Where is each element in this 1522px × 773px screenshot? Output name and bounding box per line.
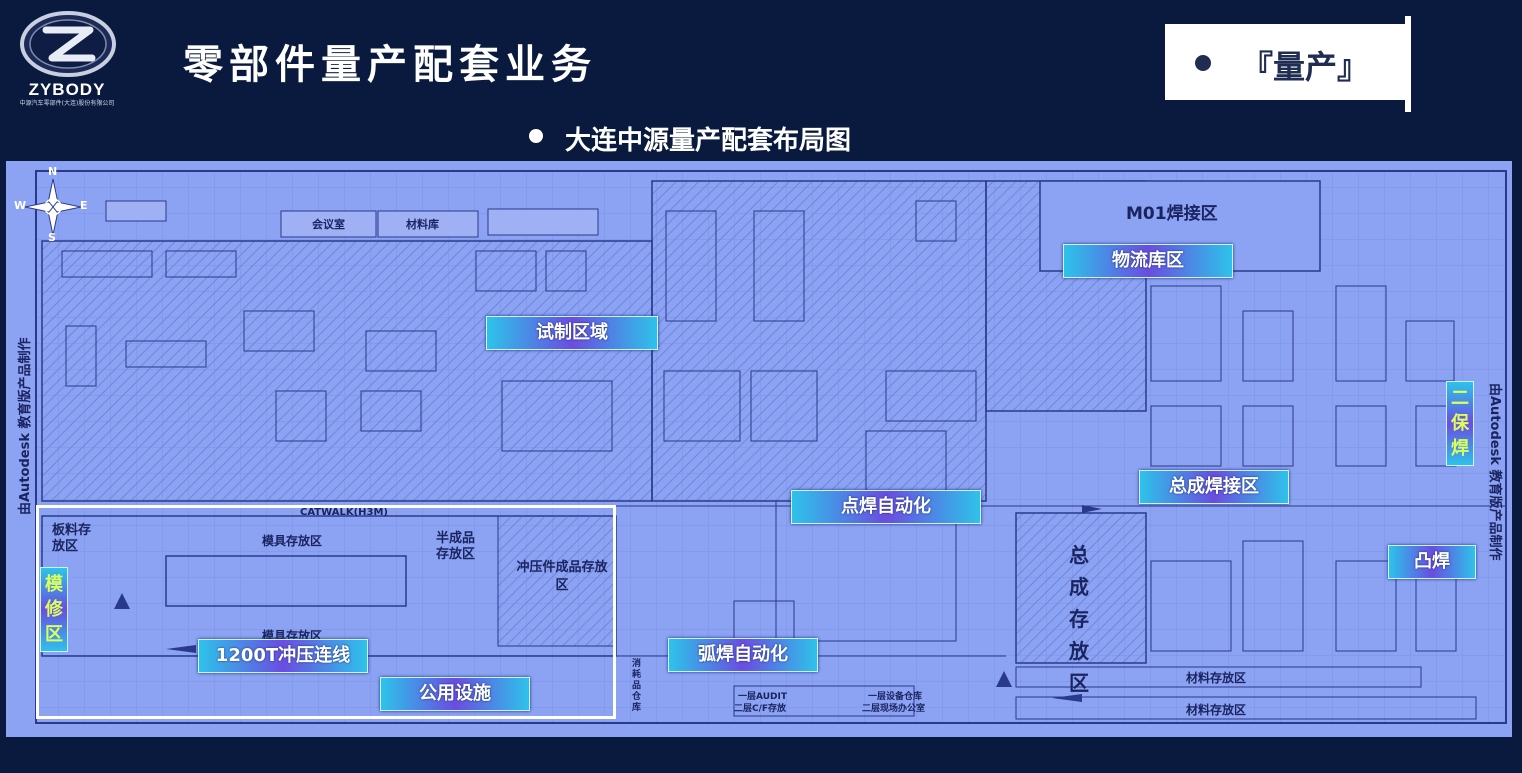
company-logo	[8, 6, 128, 110]
zone-1200t-press-line: 1200T冲压连线	[198, 639, 368, 673]
m01-welding-label: M01焊接区	[1126, 204, 1218, 224]
zone-projection-welding: 凸焊	[1388, 545, 1476, 579]
zone-co2-welding-text: 二保焊	[1451, 388, 1469, 459]
zone-co2-welding: 二保焊	[1446, 381, 1474, 466]
left-autodesk-note: 由Autodesk 教育版产品制作	[18, 337, 33, 516]
bullet-icon	[1195, 55, 1211, 71]
audit-floor-label: 一层AUDIT	[738, 692, 787, 702]
consumables-warehouse-label: 消耗品仓库	[632, 659, 642, 713]
mass-production-badge: 『量产』	[1165, 24, 1407, 100]
compass-east: E	[80, 199, 88, 212]
floor-plan-drawing	[24, 170, 1507, 724]
material-storage-label-2: 材料存放区	[1186, 703, 1247, 717]
compass-south: S	[48, 231, 56, 244]
badge-accent-bar	[1405, 16, 1411, 112]
logo-wordmark: ZYBODY	[28, 80, 106, 99]
site-office-label: 二层现场办公室	[862, 704, 926, 714]
zone-logistics: 物流库区	[1063, 244, 1233, 278]
layout-subtitle: 大连中源量产配套布局图	[565, 126, 852, 156]
press-area-highlight	[36, 505, 616, 719]
compass-west: W	[14, 199, 27, 212]
logo-mark-icon	[20, 11, 116, 77]
equipment-warehouse-label: 一层设备仓库	[868, 692, 923, 702]
logo-company-name: 中源汽车零部件(大连)股份有限公司	[19, 100, 115, 107]
meeting-room-label: 会议室	[312, 218, 345, 231]
cf-storage-label: 二层C/F存放	[734, 704, 787, 714]
zone-assembly-welding: 总成焊接区	[1139, 470, 1289, 504]
factory-floor-plan: N S W E 会议室 材料库 M01焊接区 CATWALK(H3M) 板料存放…	[6, 161, 1512, 737]
zone-arc-welding-automation: 弧焊自动化	[668, 638, 818, 672]
right-autodesk-note: 由Autodesk 教育版产品制作	[1487, 383, 1502, 561]
final-assembly-storage-label: 总成存放区	[1069, 543, 1089, 695]
mold-storage-top-label: 模具存放区	[262, 534, 323, 548]
compass-icon	[24, 178, 82, 236]
badge-label: 『量产』	[1241, 48, 1370, 86]
material-room-label: 材料库	[406, 218, 439, 231]
zone-spot-welding-automation: 点焊自动化	[791, 490, 981, 524]
zone-trial-production: 试制区域	[486, 316, 658, 350]
bullet-icon	[529, 129, 543, 143]
stamped-parts-storage-label: 冲压件成品存放区	[516, 560, 608, 593]
zone-mold-repair-text: 模修区	[45, 574, 63, 645]
page-title: 零部件量产配套业务	[183, 42, 597, 88]
sheet-storage-label: 板料存放区	[52, 523, 92, 554]
zone-mold-repair: 模修区	[40, 567, 68, 652]
material-storage-label-1: 材料存放区	[1186, 671, 1247, 685]
catwalk-label: CATWALK(H3M)	[300, 507, 388, 518]
semi-product-storage-label: 半成品存放区	[436, 531, 476, 562]
zone-utilities: 公用设施	[380, 677, 530, 711]
compass-north: N	[48, 165, 58, 178]
